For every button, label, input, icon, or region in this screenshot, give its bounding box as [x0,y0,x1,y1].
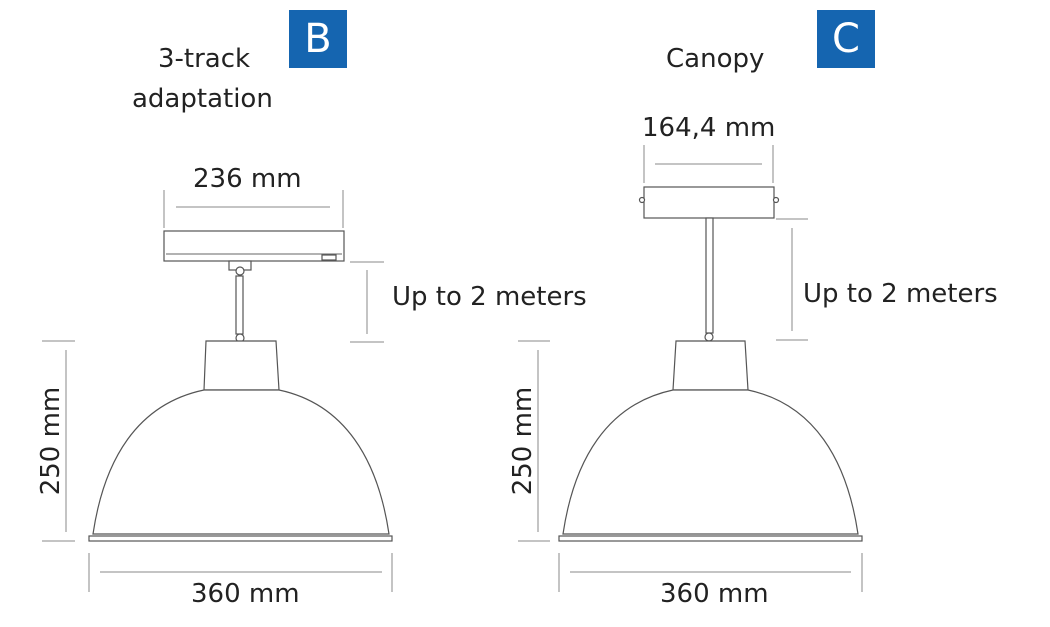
suspension-rod-c [705,217,714,334]
variant-c-drawing [518,145,863,592]
variant-b-title-line1: 3-track [158,44,251,74]
diameter-label-b: 360 mm [191,579,300,609]
variant-c-title: Canopy [666,44,765,74]
diameter-label-c: 360 mm [660,579,769,609]
variant-b-drawing [42,190,393,592]
suspension-label-c: Up to 2 meters [803,279,998,309]
adapter-width-label: 236 mm [193,164,302,194]
suspension-rod-b [235,275,244,335]
lamp-shade-c [562,389,859,535]
lamp-shade-b [92,389,390,535]
track-adapter [163,230,345,262]
variant-b-badge: B [289,10,347,68]
canopy [643,186,775,219]
canopy-width-label: 164,4 mm [642,113,776,143]
variant-c-badge: C [817,10,875,68]
track-adapter-tab [321,254,337,261]
lamp-housing-c [672,340,749,391]
lamp-rim-c [558,535,863,542]
suspension-label-b: Up to 2 meters [392,282,587,312]
rod-joint-c [704,332,714,342]
lamp-housing-b [203,340,280,391]
lamp-rim-b [88,535,393,542]
adapter-joint [235,266,245,276]
variant-b-title-line2: adaptation [132,84,273,114]
height-label-c: 250 mm [508,386,538,496]
canopy-screw-right [772,196,780,204]
canopy-screw-left [638,196,646,204]
height-label-b: 250 mm [36,386,66,496]
